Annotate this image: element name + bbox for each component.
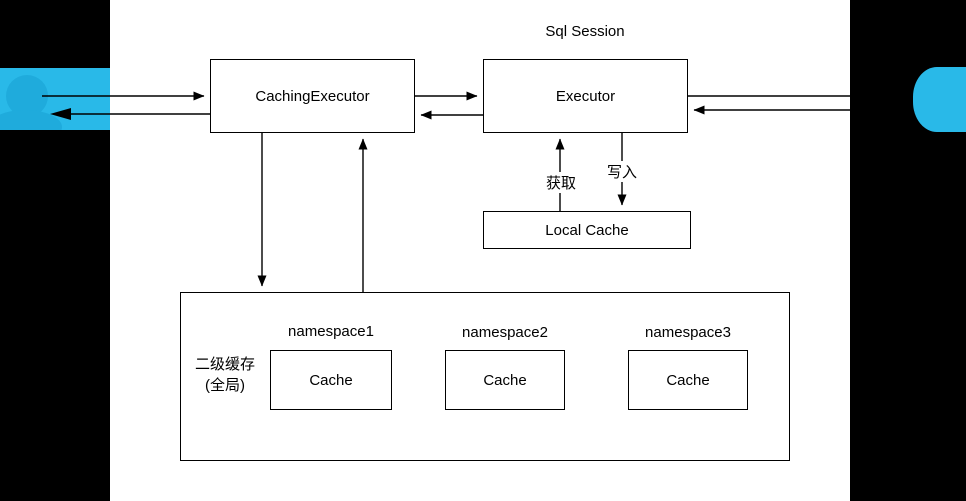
node-cache-namespace1: Cache [270,350,392,410]
node-cache-namespace3: Cache [628,350,748,410]
database-icon [913,67,966,132]
user-icon-shoulders [0,110,62,130]
sql-session-title: Sql Session [545,23,625,40]
node-cache2-label: Cache [483,371,527,389]
node-cache-namespace2: Cache [445,350,565,410]
node-executor: Executor [483,59,688,133]
node-cache1-label: Cache [309,371,353,389]
node-cache3-label: Cache [666,371,710,389]
l2-cache-title-line2: (全局) [204,377,245,394]
node-local-cache-label: Local Cache [545,221,629,239]
get-edge-label: 获取 [542,172,580,193]
namespace1-label: namespace1 [288,323,374,340]
namespace2-label: namespace2 [462,324,548,341]
node-local-cache: Local Cache [483,211,691,249]
l2-cache-title: 二级缓存 (全局) [195,354,255,396]
write-edge-label: 写入 [603,161,641,182]
node-caching-executor-label: CachingExecutor [255,87,370,105]
namespace3-label: namespace3 [645,324,731,341]
node-caching-executor: CachingExecutor [210,59,415,133]
l2-cache-title-line1: 二级缓存 [194,356,256,373]
node-executor-label: Executor [555,87,616,105]
user-icon [0,68,110,130]
